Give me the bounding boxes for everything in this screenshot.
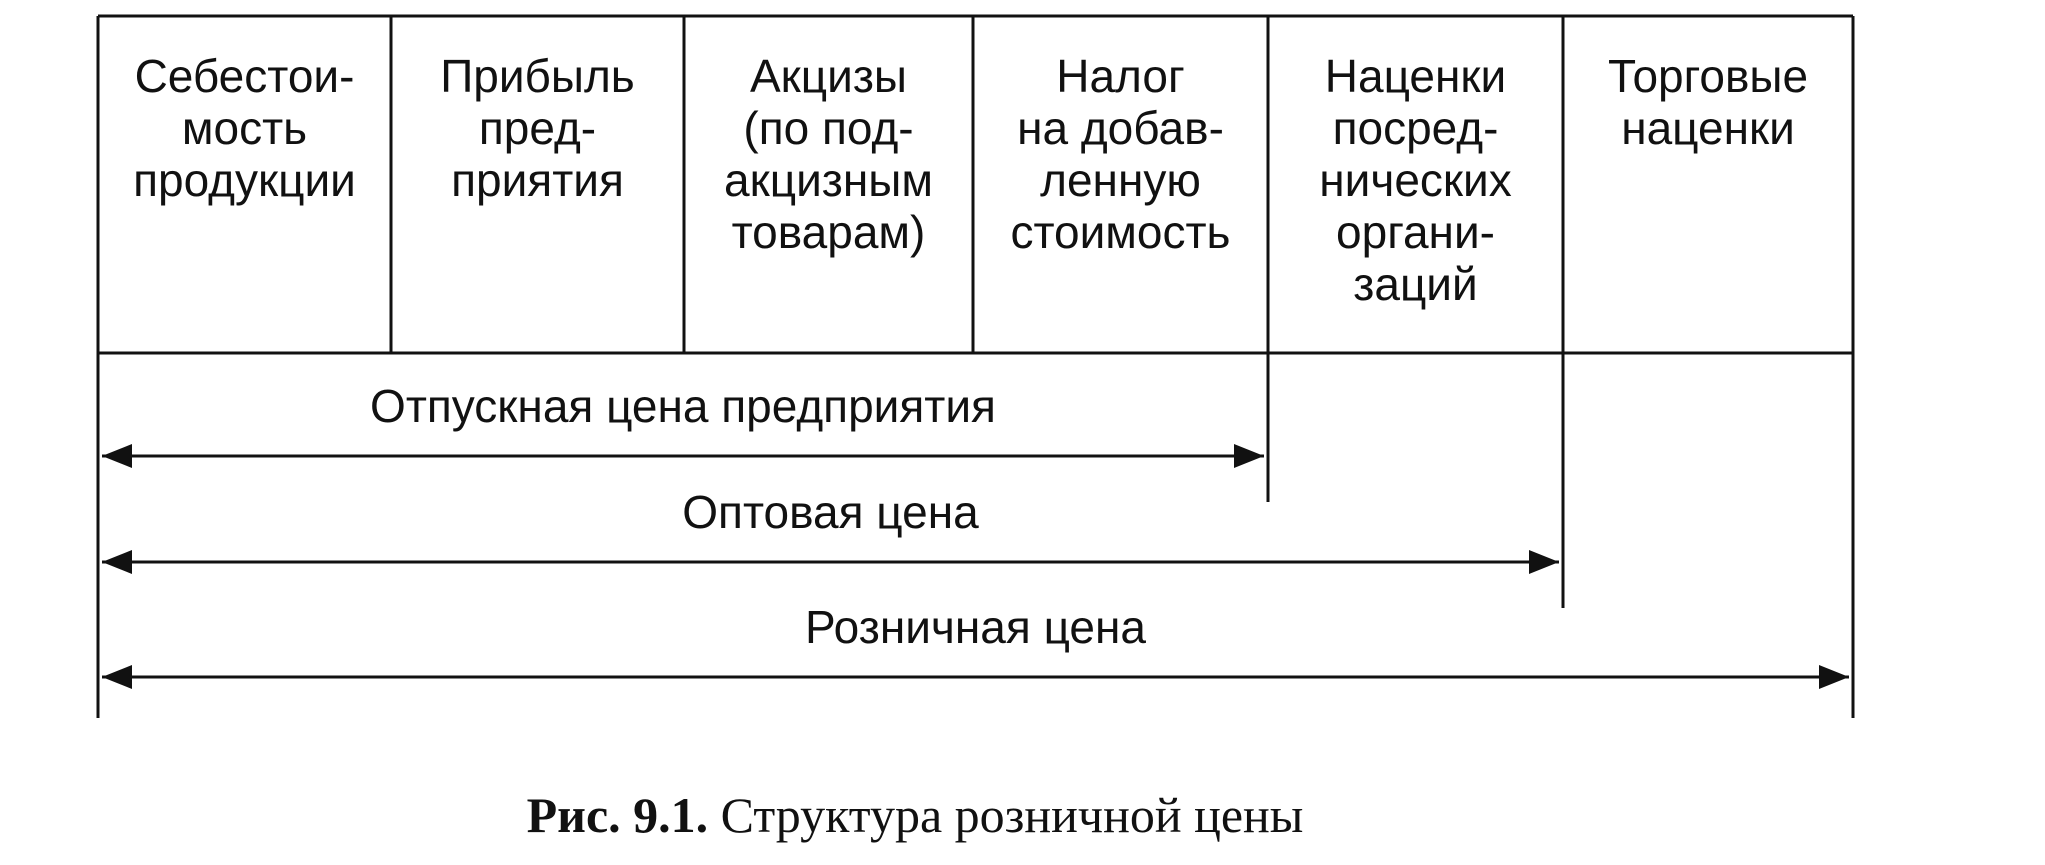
component-cell-line: Наценки bbox=[1325, 50, 1506, 102]
component-cell-line: Налог bbox=[1056, 50, 1185, 102]
component-cell-line: Прибыль bbox=[440, 50, 635, 102]
price-level-label: Розничная цена bbox=[805, 601, 1146, 653]
component-cell-line: Торговые bbox=[1608, 50, 1808, 102]
component-cell-line: продукции bbox=[133, 154, 356, 206]
component-cell-line: посред- bbox=[1333, 102, 1499, 154]
component-cell-line: мость bbox=[182, 102, 307, 154]
component-cell-line: нических bbox=[1319, 154, 1511, 206]
component-cell-line: стоимость bbox=[1010, 206, 1230, 258]
component-cell-line: (по под- bbox=[743, 102, 913, 154]
component-cell-line: акцизным bbox=[724, 154, 933, 206]
price-level-label: Оптовая цена bbox=[682, 486, 979, 538]
component-cell-line: ленную bbox=[1040, 154, 1201, 206]
figure-title: Структура розничной цены bbox=[708, 787, 1304, 843]
component-cell-line: на добав- bbox=[1017, 102, 1224, 154]
component-cell-line: товарам) bbox=[732, 206, 926, 258]
component-cell-line: пред- bbox=[479, 102, 596, 154]
price-level-label: Отпускная цена предприятия bbox=[370, 380, 996, 432]
component-cell-line: наценки bbox=[1621, 102, 1795, 154]
component-cell-line: Акцизы bbox=[750, 50, 907, 102]
component-cell-line: органи- bbox=[1336, 206, 1495, 258]
component-cell-line: приятия bbox=[451, 154, 624, 206]
component-cell-line: Себестои- bbox=[135, 50, 355, 102]
figure-caption: Рис. 9.1. Структура розничной цены bbox=[0, 786, 1830, 844]
components-table bbox=[96, 14, 1855, 718]
component-cell-line: заций bbox=[1353, 258, 1477, 310]
figure-number: Рис. 9.1. bbox=[526, 787, 709, 843]
